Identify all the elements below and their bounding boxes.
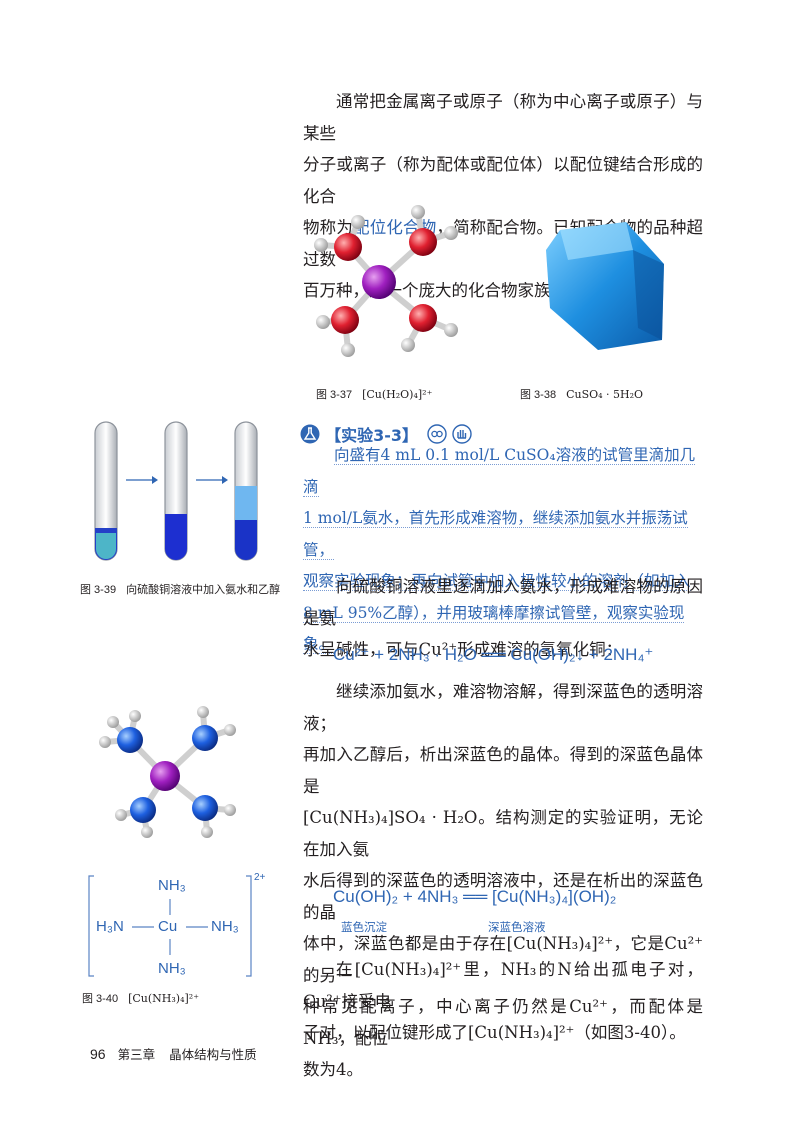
page-number: 96 <box>90 1046 106 1062</box>
experiment-title: 【实验3-3】 <box>325 426 419 445</box>
equation-1: Cu²⁺ + 2NH₃ · H₂O ══ Cu(OH)₂↓ + 2NH₄⁺ <box>333 645 654 664</box>
para3-line-3: [Cu(NH₃)₄]SO₄ · H₂O。结构测定的实验证明，无论在加入氨 <box>303 808 703 859</box>
structural-formula: NH₃ H₃N Cu NH₃ NH₃ 2+ <box>86 872 276 982</box>
figure-3-37-caption: 图 3-37[Cu(H₂O)₄]²⁺ <box>316 388 433 401</box>
experiment-hand-icon <box>452 424 472 444</box>
figure-3-39-image <box>88 420 278 570</box>
structure-ligand-right: NH₃ <box>211 918 239 935</box>
structure-center-atom: Cu <box>158 918 178 935</box>
intro-line-1: 通常把金属离子或原子（称为中心离子或原子）与某些 <box>303 92 703 143</box>
para4-line-1: 在[Cu(NH₃)₄]²⁺里，NH₃的N给出孤电子对，Cu²⁺接受电 <box>303 960 703 1011</box>
experiment-body: 向盛有4 mL 0.1 mol/L CuSO₄溶液的试管里滴加几滴 1 mol/… <box>303 440 703 661</box>
paragraph-4: 在[Cu(NH₃)₄]²⁺里，NH₃的N给出孤电子对，Cu²⁺接受电 子对，以配… <box>303 954 703 1049</box>
experiment-header: 【实验3-3】 <box>300 422 472 446</box>
experiment-line-4: 8 mL 95%乙醇），并用玻璃棒摩擦试管壁，观察实验现象。 <box>303 603 685 654</box>
experiment-line-3: 观察实验现象；再向试管中加入极性较小的溶剂（如加入 <box>303 572 691 591</box>
figure-3-40-caption: 图 3-40[Cu(NH₃)₄]²⁺ <box>82 992 199 1005</box>
para3-line-6: 种常见配离子，中心离子仍然是Cu²⁺，而配体是NH₃，配位 <box>303 997 703 1048</box>
para3-line-5: 体中，深蓝色都是由于存在[Cu(NH₃)₄]²⁺，它是Cu²⁺的另一 <box>303 934 703 985</box>
figure-3-37-image <box>303 200 473 365</box>
para3-line-4: 水后得到的深蓝色的透明溶液中，还是在析出的深蓝色的晶 <box>303 871 703 922</box>
structure-ligand-top: NH₃ <box>158 877 186 894</box>
chapter-title: 晶体结构与性质 <box>169 1047 257 1062</box>
para3-line-2: 再加入乙醇后，析出深蓝色的晶体。得到的深蓝色晶体是 <box>303 745 703 796</box>
paragraph-2: 向硫酸铜溶液里逐滴加入氨水，形成难溶物的原因是氨 水呈碱性，可与Cu²⁺形成难溶… <box>303 571 703 666</box>
figure-3-40-image <box>95 700 265 840</box>
structure-ligand-bottom: NH₃ <box>158 960 186 977</box>
para3-line-1: 继续添加氨水，难溶物溶解，得到深蓝色的透明溶液； <box>303 682 703 733</box>
structure-ligand-left: H₃N <box>96 918 124 935</box>
para2-line-2: 水呈碱性，可与Cu²⁺形成难溶的氢氧化铜： <box>303 640 623 659</box>
figure-3-38-image <box>538 220 678 355</box>
structure-charge: 2+ <box>254 872 266 883</box>
chapter-label: 第三章 <box>117 1047 156 1062</box>
para3-line-7: 数为4。 <box>303 1060 363 1079</box>
para2-line-1: 向硫酸铜溶液里逐滴加入氨水，形成难溶物的原因是氨 <box>303 577 703 628</box>
eq2-label-solution: 深蓝色溶液 <box>488 920 546 934</box>
para4-line-2: 子对，以配位键形成了[Cu(NH₃)₄]²⁺（如图3-40）。 <box>303 1023 686 1042</box>
experiment-line-2: 1 mol/L氨水，首先形成难溶物，继续添加氨水并振荡试管， <box>303 509 688 560</box>
experiment-flask-icon <box>300 424 320 444</box>
page-footer: 96 第三章 晶体结构与性质 <box>90 1044 257 1063</box>
equation-2: Cu(OH)₂ + 4NH₃ ══ [Cu(NH₃)₄](OH)₂ <box>333 887 617 906</box>
intro-line-2: 分子或离子（称为配体或配位体）以配位键结合形成的化合 <box>303 155 703 206</box>
eq2-label-precipitate: 蓝色沉淀 <box>341 920 387 934</box>
paragraph-3: 继续添加氨水，难溶物溶解，得到深蓝色的透明溶液； 再加入乙醇后，析出深蓝色的晶体… <box>303 676 703 1086</box>
experiment-line-1: 向盛有4 mL 0.1 mol/L CuSO₄溶液的试管里滴加几滴 <box>303 446 696 497</box>
